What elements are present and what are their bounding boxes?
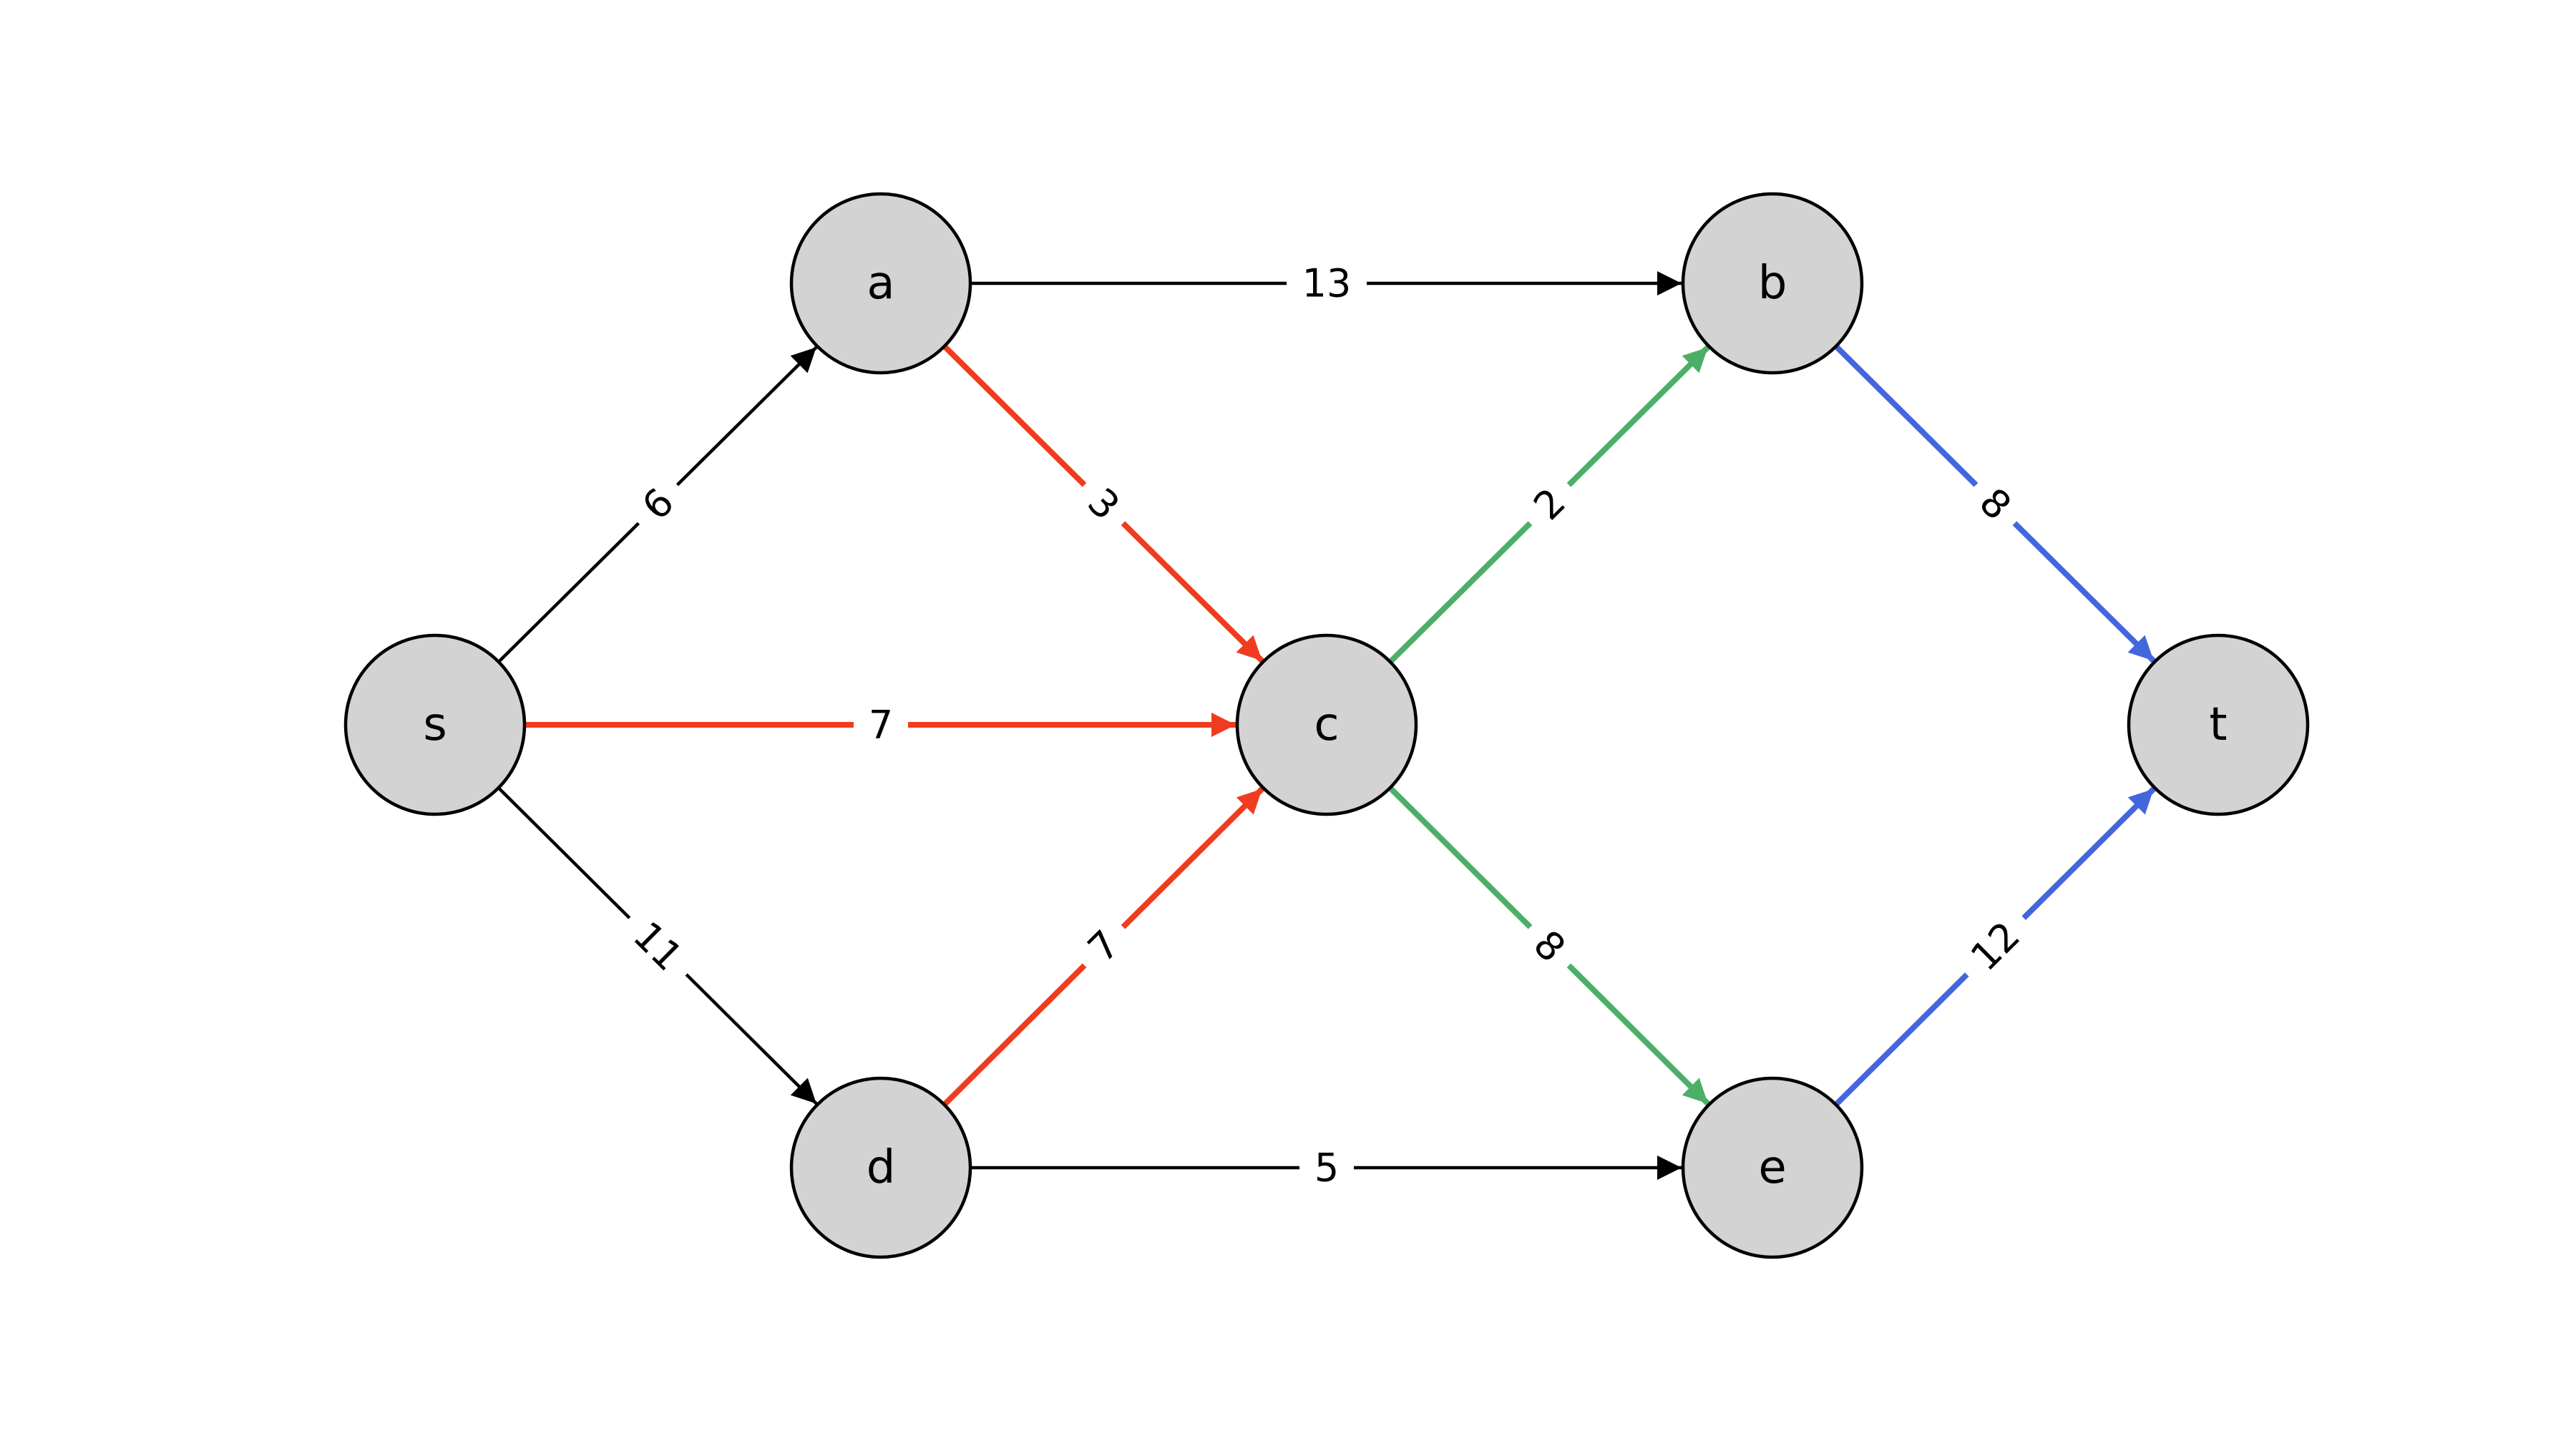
- node-s: s: [343, 633, 527, 816]
- edge-s-d: 11: [497, 786, 818, 1105]
- node-b: b: [1681, 192, 1864, 375]
- edge-label-background: [611, 899, 705, 993]
- node-label: c: [1314, 698, 1339, 751]
- edge-weight-label: 13: [1302, 261, 1352, 306]
- node-label: s: [423, 698, 447, 751]
- edge-c-e: 8: [1387, 786, 1710, 1106]
- edge-label-group: 8: [1512, 909, 1587, 984]
- edge-label-background: [1512, 909, 1587, 984]
- edges-layer: 6 7 11 13 3 7 5 2 8 8 12: [497, 258, 2156, 1193]
- edge-label-background: [854, 699, 908, 751]
- edge-label-background: [1958, 467, 2033, 542]
- edge-d-e: 5: [970, 1142, 1682, 1193]
- edge-label-group: 13: [1287, 258, 1367, 309]
- nodes-layer: s a c d b e t: [343, 192, 2310, 1259]
- node-label: b: [1758, 257, 1787, 310]
- node-label: a: [867, 257, 894, 310]
- node-c: c: [1235, 633, 1418, 816]
- node-circle: [1681, 192, 1864, 375]
- edge-s-c: 7: [525, 699, 1236, 751]
- edge-e-t: 12: [1833, 786, 2156, 1107]
- edge-weight-label: 5: [1314, 1146, 1339, 1191]
- node-circle: [789, 1076, 972, 1259]
- edge-weight-label: 7: [869, 703, 893, 748]
- edge-label-group: 3: [1066, 467, 1141, 542]
- edge-label-group: 7: [1066, 909, 1141, 984]
- edge-label-group: 7: [854, 699, 908, 751]
- edge-a-b: 13: [970, 258, 1682, 309]
- node-a: a: [789, 192, 972, 375]
- edge-label-group: 6: [620, 467, 696, 542]
- edge-label-group: 8: [1958, 467, 2033, 542]
- edge-label-group: 5: [1299, 1142, 1354, 1193]
- edge-s-a: 6: [497, 346, 818, 663]
- edge-label-background: [1512, 467, 1587, 542]
- edge-label-group: 2: [1512, 467, 1587, 542]
- edge-b-t: 8: [1834, 344, 2156, 663]
- node-d: d: [789, 1076, 972, 1259]
- edge-label-background: [620, 467, 696, 542]
- edge-label-background: [1299, 1142, 1354, 1193]
- edge-d-c: 7: [942, 786, 1264, 1107]
- node-circle: [1235, 633, 1418, 816]
- node-e: e: [1681, 1076, 1864, 1259]
- node-circle: [1681, 1076, 1864, 1259]
- node-label: e: [1758, 1141, 1786, 1194]
- node-circle: [343, 633, 527, 816]
- edge-label-background: [1948, 899, 2042, 993]
- node-t: t: [2127, 633, 2310, 816]
- node-label: t: [2209, 698, 2227, 751]
- node-label: d: [867, 1141, 896, 1194]
- node-circle: [789, 192, 972, 375]
- edge-a-c: 3: [942, 344, 1264, 663]
- edge-label-background: [1066, 909, 1141, 984]
- edge-label-background: [1287, 258, 1367, 309]
- node-circle: [2127, 633, 2310, 816]
- edge-label-background: [1066, 467, 1141, 542]
- edge-c-b: 2: [1388, 345, 1710, 664]
